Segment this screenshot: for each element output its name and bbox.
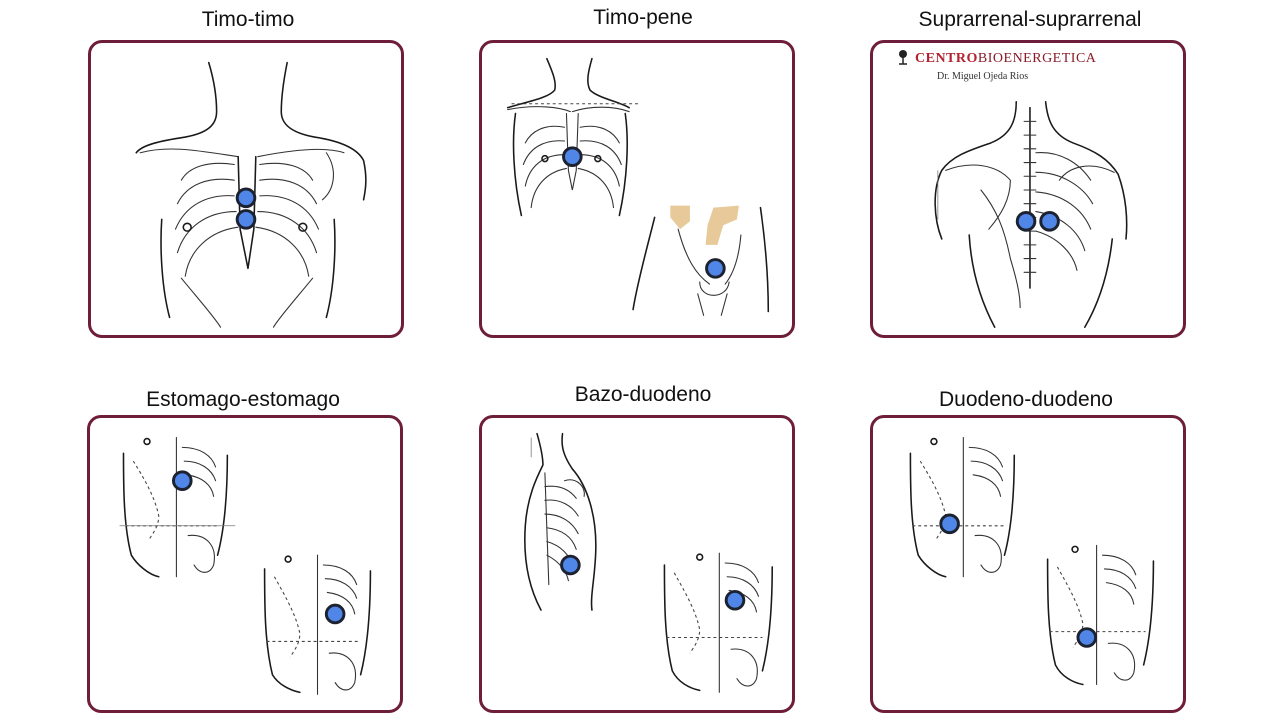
abdomen-figure-lower xyxy=(1046,544,1155,686)
marker-point-1 xyxy=(560,554,581,576)
torso-side-figure xyxy=(524,432,597,611)
panel-estomago xyxy=(87,415,403,713)
tree-logo-icon xyxy=(895,49,911,65)
marker-point-2 xyxy=(705,258,726,279)
abdomen-figure xyxy=(663,552,774,693)
panel-title-bazo-duodeno: Bazo-duodeno xyxy=(574,383,712,406)
marker-point-1 xyxy=(172,470,193,491)
abdomen-figure-upper xyxy=(909,437,1016,578)
panel-title-timo-timo: Timo-timo xyxy=(201,8,295,31)
panel-title-timo-pene: Timo-pene xyxy=(593,6,693,29)
panel-duodeno xyxy=(870,415,1186,713)
side-and-abdomen-illustration xyxy=(524,432,774,693)
abdomen-figure-lower xyxy=(263,554,372,695)
abdomen-front-illustrations xyxy=(119,437,372,695)
brand-logo: CENTROBIOENERGETICA Dr. Miguel Ojeda Rio… xyxy=(895,49,1096,82)
panel-bazo-duodeno xyxy=(479,415,795,713)
back-torso-illustration xyxy=(934,101,1128,328)
marker-point-2 xyxy=(724,589,746,611)
abdomen-figure-upper xyxy=(119,437,236,578)
brand-name-bold: CENTRO xyxy=(915,51,978,66)
marker-point-1 xyxy=(1015,211,1037,232)
panel-timo-pene xyxy=(479,40,795,338)
chest-and-pelvis-illustration xyxy=(506,57,770,316)
panel-title-duodeno: Duodeno-duodeno xyxy=(939,388,1113,411)
marker-point-1 xyxy=(562,146,583,167)
brand-author: Dr. Miguel Ojeda Rios xyxy=(937,71,1029,82)
brand-name-rest: BIOENERGETICA xyxy=(977,51,1097,66)
marker-point-2 xyxy=(235,209,257,230)
chest-front-illustration xyxy=(135,61,367,328)
marker-point-2 xyxy=(1076,627,1098,648)
panel-title-suprarrenal: Suprarrenal-suprarrenal xyxy=(918,8,1142,31)
panel-suprarrenal: CENTROBIOENERGETICA Dr. Miguel Ojeda Rio… xyxy=(870,40,1186,338)
abdomen-front-illustrations xyxy=(909,437,1155,686)
marker-point-1 xyxy=(235,187,257,209)
panel-title-estomago: Estomago-estomago xyxy=(146,388,340,411)
panel-timo-timo xyxy=(88,40,404,338)
marker-point-1 xyxy=(939,513,960,535)
marker-point-2 xyxy=(1039,211,1060,232)
marker-point-2 xyxy=(324,603,346,625)
